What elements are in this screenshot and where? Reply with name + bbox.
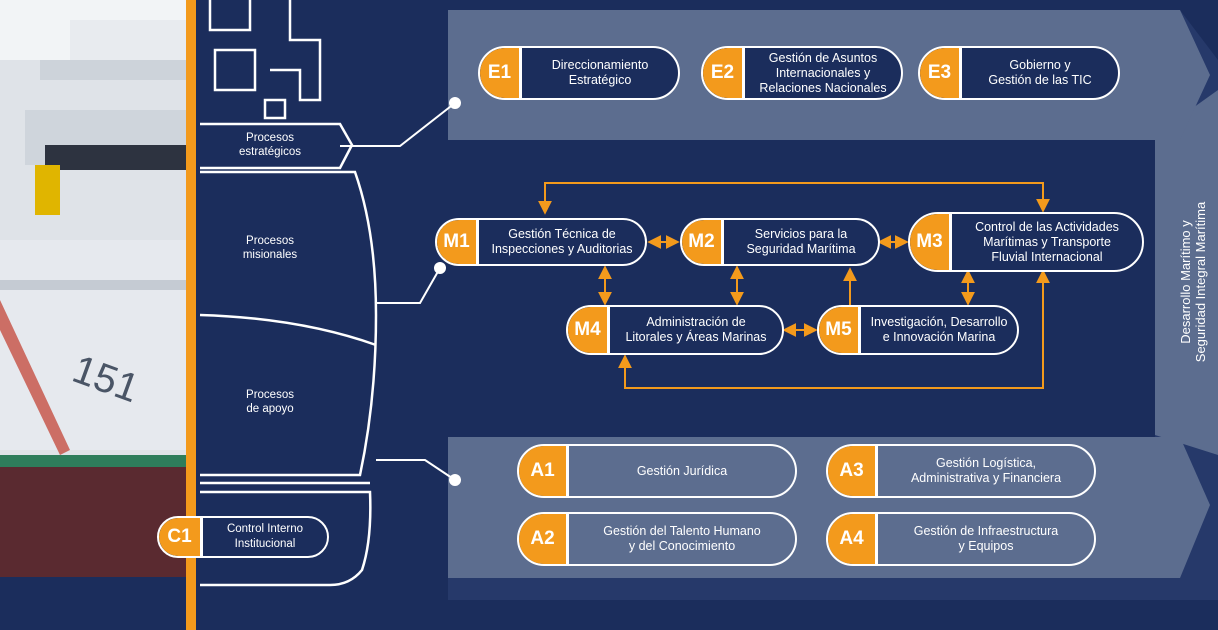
ship-illustration: 151 [0,0,196,630]
process-m2[interactable]: M2 Servicios para la Seguridad Marítima [680,218,880,266]
process-c1[interactable]: C1 Control Interno Institucional [157,516,329,558]
process-label: Servicios para la Seguridad Marítima [746,227,856,256]
process-code: E2 [703,48,745,98]
process-code: M5 [819,307,861,353]
process-e1[interactable]: E1 Direccionamiento Estratégico [478,46,680,100]
process-e2[interactable]: E2 Gestión de Asuntos Internacionales y … [701,46,903,100]
process-code: A2 [519,514,569,564]
process-label: Gestión del Talento Humano y del Conocim… [603,524,761,553]
process-code: M3 [910,214,952,270]
process-code: M1 [437,220,479,264]
process-label: Control Interno Institucional [226,523,304,550]
label-strategic-processes: Procesos estratégicos [238,132,301,158]
process-e3[interactable]: E3 Gobierno y Gestión de las TIC [918,46,1120,100]
hull-outline [199,0,378,587]
label-missional-processes: Procesos misionales [242,235,298,261]
process-code: A1 [519,446,569,496]
label-support-processes: Procesos de apoyo [246,389,294,415]
process-code: E3 [920,48,962,98]
process-label: Control de las Actividades Marítimas y T… [975,219,1119,264]
process-label: Gestión de Infraestructura y Equipos [913,524,1059,553]
process-label: Gestión de Asuntos Internacionales y Rel… [759,50,887,95]
process-a2[interactable]: A2 Gestión del Talento Humano y del Cono… [517,512,797,566]
process-code: A4 [828,514,878,564]
process-label: Gestión Jurídica [636,463,728,478]
process-code: E1 [480,48,522,98]
process-code: A3 [828,446,878,496]
process-m4[interactable]: M4 Administración de Litorales y Áreas M… [566,305,784,355]
process-label: Gobierno y Gestión de las TIC [988,58,1092,87]
process-label: Gestión Técnica de Inspecciones y Audito… [491,227,633,256]
process-label: Gestión Logística, Administrativa y Fina… [910,456,1062,485]
process-code: M2 [682,220,724,264]
process-code: M4 [568,307,610,353]
process-label: Investigación, Desarrollo e Innovación M… [870,315,1008,344]
process-code: C1 [159,518,203,556]
process-label: Administración de Litorales y Áreas Mari… [625,315,767,344]
process-a1[interactable]: A1 Gestión Jurídica [517,444,797,498]
process-m5[interactable]: M5 Investigación, Desarrollo e Innovació… [817,305,1019,355]
process-a3[interactable]: A3 Gestión Logística, Administrativa y F… [826,444,1096,498]
process-m3[interactable]: M3 Control de las Actividades Marítimas … [908,212,1144,272]
process-label: Direccionamiento Estratégico [551,58,649,87]
process-a4[interactable]: A4 Gestión de Infraestructura y Equipos [826,512,1096,566]
vertical-scope-label: Desarrollo Marítimo y Seguridad Integral… [1178,201,1208,363]
process-m1[interactable]: M1 Gestión Técnica de Inspecciones y Aud… [435,218,647,266]
